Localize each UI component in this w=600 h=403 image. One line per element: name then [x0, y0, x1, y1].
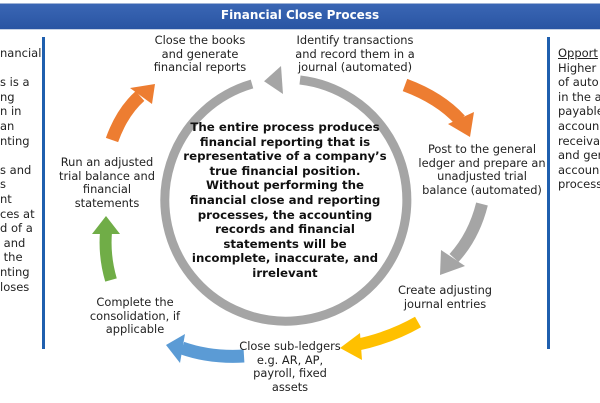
center-summary: The entire process produces financial re… [180, 120, 390, 281]
left-line: d of a [0, 221, 33, 236]
step-line: journal (automated) [297, 60, 413, 74]
step-line: ledger and prepare an [418, 155, 546, 170]
arrow-adjust-to-subledgers-head [340, 333, 362, 360]
step-line: Run an adjusted [60, 155, 154, 169]
right-line: Higher [558, 60, 597, 75]
center-cycle-arrowhead [264, 66, 283, 94]
left-line: ng [0, 89, 15, 104]
center-line: processes, the accounting [197, 207, 373, 222]
left-line: s [0, 177, 6, 192]
step-adjusting-entries: Create adjusting journal entries [385, 283, 505, 311]
left-line: an [0, 118, 15, 133]
left-line: nting [0, 264, 30, 279]
arrow-trial-to-close-head [130, 84, 155, 104]
diagram-title: Financial Close Process [220, 8, 380, 22]
left-line: loses [0, 279, 30, 294]
center-line: records and financial [215, 222, 355, 237]
center-line: true financial position. [209, 163, 361, 178]
step-line: trial balance and [59, 168, 155, 183]
center-line: incomplete, inaccurate, and [191, 251, 379, 266]
step-line: consolidation, if [89, 308, 181, 323]
step-close-subledgers: Close sub-ledgers e.g. AR, AP, payroll, … [235, 339, 345, 394]
arrow-trial-to-close [105, 91, 145, 143]
center-line: irrelevant [252, 265, 318, 280]
arrow-subledgers-to-consolidate-head [166, 334, 185, 363]
right-line: accoun [558, 118, 600, 133]
step-line: applicable [105, 322, 165, 336]
step-line: e.g. AR, AP, [256, 352, 324, 367]
center-cycle-ring [160, 75, 412, 326]
left-line: s and [0, 162, 32, 177]
step-line: financial reports [153, 60, 247, 74]
right-panel-text: Opport Higher of auto in the a payable a… [558, 46, 600, 192]
right-line: payable [558, 104, 600, 119]
center-line: Without performing the [206, 178, 364, 193]
step-line: Complete the [96, 295, 174, 309]
center-line: financial close and reporting [189, 192, 381, 207]
step-identify-transactions: Identify transactions and record them in… [290, 33, 420, 75]
arrow-subledgers-to-consolidate [179, 341, 245, 363]
step-close-books: Close the books and generate financial r… [140, 33, 260, 75]
left-line: the [0, 250, 23, 265]
step-line: financial [82, 182, 132, 196]
arrow-identify-to-post [402, 78, 465, 125]
step-line: payroll, fixed [253, 366, 327, 380]
arrow-adjust-to-subledgers [354, 316, 421, 351]
right-line: receiva [558, 133, 600, 148]
step-line: and record them in a [295, 46, 415, 61]
left-divider [42, 37, 45, 349]
step-line: and generate [161, 46, 239, 61]
arrow-consolidate-to-trial [99, 231, 117, 282]
step-line: journal entries [403, 296, 487, 311]
left-line: nancial [0, 46, 42, 60]
right-line: and ger [558, 148, 600, 163]
right-line: in the a [558, 89, 600, 104]
step-line: assets [271, 379, 309, 394]
left-line: s is a [0, 75, 30, 90]
step-line: Close the books [154, 33, 246, 47]
center-line: statements will be [223, 236, 347, 251]
left-line: nting [0, 133, 30, 148]
step-line: balance (automated) [422, 182, 542, 197]
left-line: nt [0, 191, 12, 206]
left-line: and [0, 235, 26, 250]
right-panel-heading: Opport [558, 46, 598, 60]
arrow-post-to-adjust-head [440, 250, 465, 275]
step-adjusted-trial-balance: Run an adjusted trial balance and financ… [52, 155, 162, 210]
step-post-general-ledger: Post to the general ledger and prepare a… [412, 142, 552, 197]
right-divider [547, 37, 550, 349]
right-line: accoun [558, 162, 600, 177]
left-line: ces at [0, 206, 35, 221]
step-complete-consolidation: Complete the consolidation, if applicabl… [80, 295, 190, 337]
center-line: The entire process produces [190, 120, 380, 134]
right-line: process [558, 177, 600, 192]
arrow-identify-to-post-head [448, 112, 474, 137]
step-line: Create adjusting [397, 283, 493, 297]
left-line: n in [0, 104, 22, 119]
title-bar: Financial Close Process [0, 3, 600, 30]
step-line: Post to the general [427, 142, 537, 156]
center-line: representative of a company’s [183, 149, 387, 164]
left-panel-text: nancial s is a ng n in an nting s and s … [0, 46, 41, 294]
arrow-consolidate-to-trial-head [92, 216, 120, 234]
step-line: Identify transactions [296, 33, 414, 47]
step-line: statements [74, 195, 140, 210]
arrow-post-to-adjust [449, 202, 488, 263]
center-line: financial reporting that is [199, 134, 371, 149]
right-line: of auto [558, 75, 599, 90]
step-line: Close sub-ledgers [239, 339, 341, 353]
step-line: unadjusted trial [437, 169, 527, 183]
